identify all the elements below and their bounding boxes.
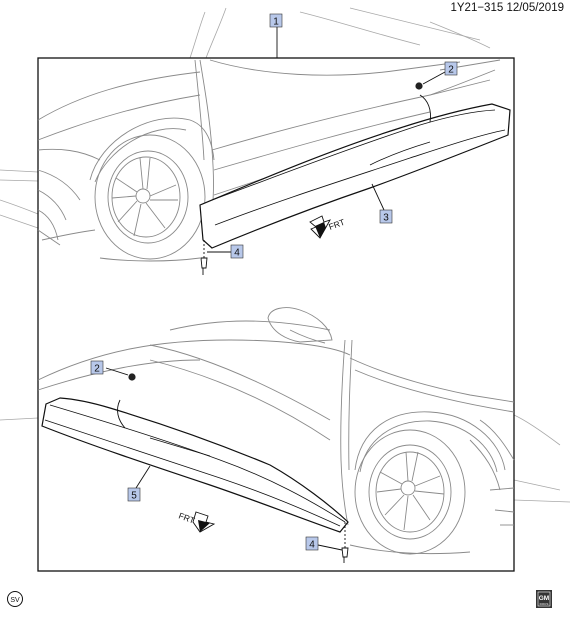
fastener-upper (200, 240, 232, 275)
callout-4-bottom: 4 (305, 536, 319, 551)
car-body-sketch-outer (0, 7, 571, 503)
front-arrow-bottom: FRT (177, 510, 216, 533)
bolt-lower (105, 367, 136, 381)
svg-text:DOCS: DOCS (540, 602, 549, 606)
svg-text:1: 1 (273, 17, 279, 28)
bolt-upper (415, 71, 446, 90)
front-arrow-top: FRT (309, 215, 346, 239)
callout-1: 1 (269, 13, 283, 28)
svg-text:5: 5 (131, 491, 137, 502)
rocker-panel-lower (41, 397, 349, 533)
svg-text:4: 4 (309, 540, 315, 551)
car-upper-sketch (37, 59, 501, 262)
svg-text:3: 3 (383, 213, 389, 224)
car-lower-sketch (37, 307, 515, 555)
callout-2-bottom: 2 (90, 360, 104, 375)
svg-text:4: 4 (234, 248, 240, 259)
leader-lines (135, 27, 385, 489)
svg-text:FRT: FRT (327, 217, 346, 232)
gm-logo: GM DOCS (536, 590, 552, 608)
document-id: 1Y21−315 12/05/2019 (450, 2, 564, 14)
callout-2-top: 2 (444, 61, 458, 76)
svg-text:SV: SV (10, 597, 20, 604)
diagram-frame (37, 57, 515, 572)
svg-text:2: 2 (94, 364, 100, 375)
callout-4-top: 4 (230, 244, 244, 259)
svg-text:GM: GM (539, 595, 549, 602)
rocker-panel-upper (199, 94, 511, 249)
callout-3: 3 (379, 209, 393, 224)
svg-text:2: 2 (448, 65, 454, 76)
svg-text:FRT: FRT (177, 510, 196, 525)
sv-view-icon: SV (7, 591, 23, 607)
fastener-lower (317, 522, 349, 563)
callout-5: 5 (127, 487, 141, 502)
